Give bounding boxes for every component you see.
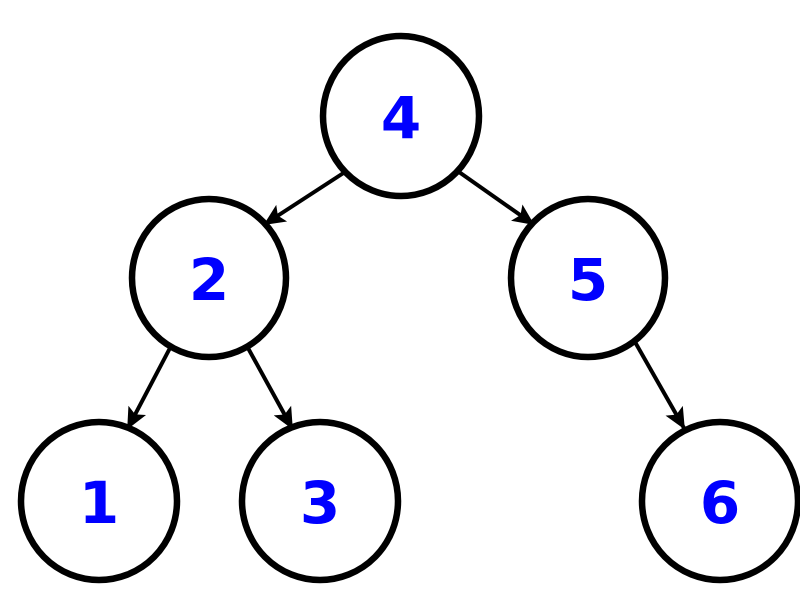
node-group: 4 2 5 1 3 6 — [17, 32, 800, 584]
node-label-4: 4 — [381, 84, 421, 152]
tree-node-4[interactable]: 4 — [319, 32, 483, 200]
node-circle-6 — [638, 418, 800, 584]
node-label-5: 5 — [568, 246, 608, 314]
edge-2-to-3 — [246, 347, 294, 430]
node-circle-5 — [507, 195, 669, 361]
node-label-2: 2 — [189, 246, 229, 314]
edge-4-to-2 — [263, 170, 347, 226]
edge-4-to-5 — [457, 170, 535, 226]
node-label-1: 1 — [79, 469, 119, 537]
edge-group — [126, 170, 686, 430]
tree-node-1[interactable]: 1 — [17, 418, 181, 584]
node-circle-3 — [238, 418, 402, 584]
tree-node-3[interactable]: 3 — [238, 418, 402, 584]
tree-node-6[interactable]: 6 — [638, 418, 800, 584]
tree-node-2[interactable]: 2 — [128, 195, 290, 361]
node-label-3: 3 — [300, 469, 340, 537]
node-circle-2 — [128, 195, 290, 361]
tree-node-5[interactable]: 5 — [507, 195, 669, 361]
node-circle-1 — [17, 418, 181, 584]
node-circle-4 — [319, 32, 483, 200]
edge-2-to-1 — [126, 347, 172, 430]
node-label-6: 6 — [700, 469, 740, 537]
edge-5-to-6 — [633, 341, 686, 430]
